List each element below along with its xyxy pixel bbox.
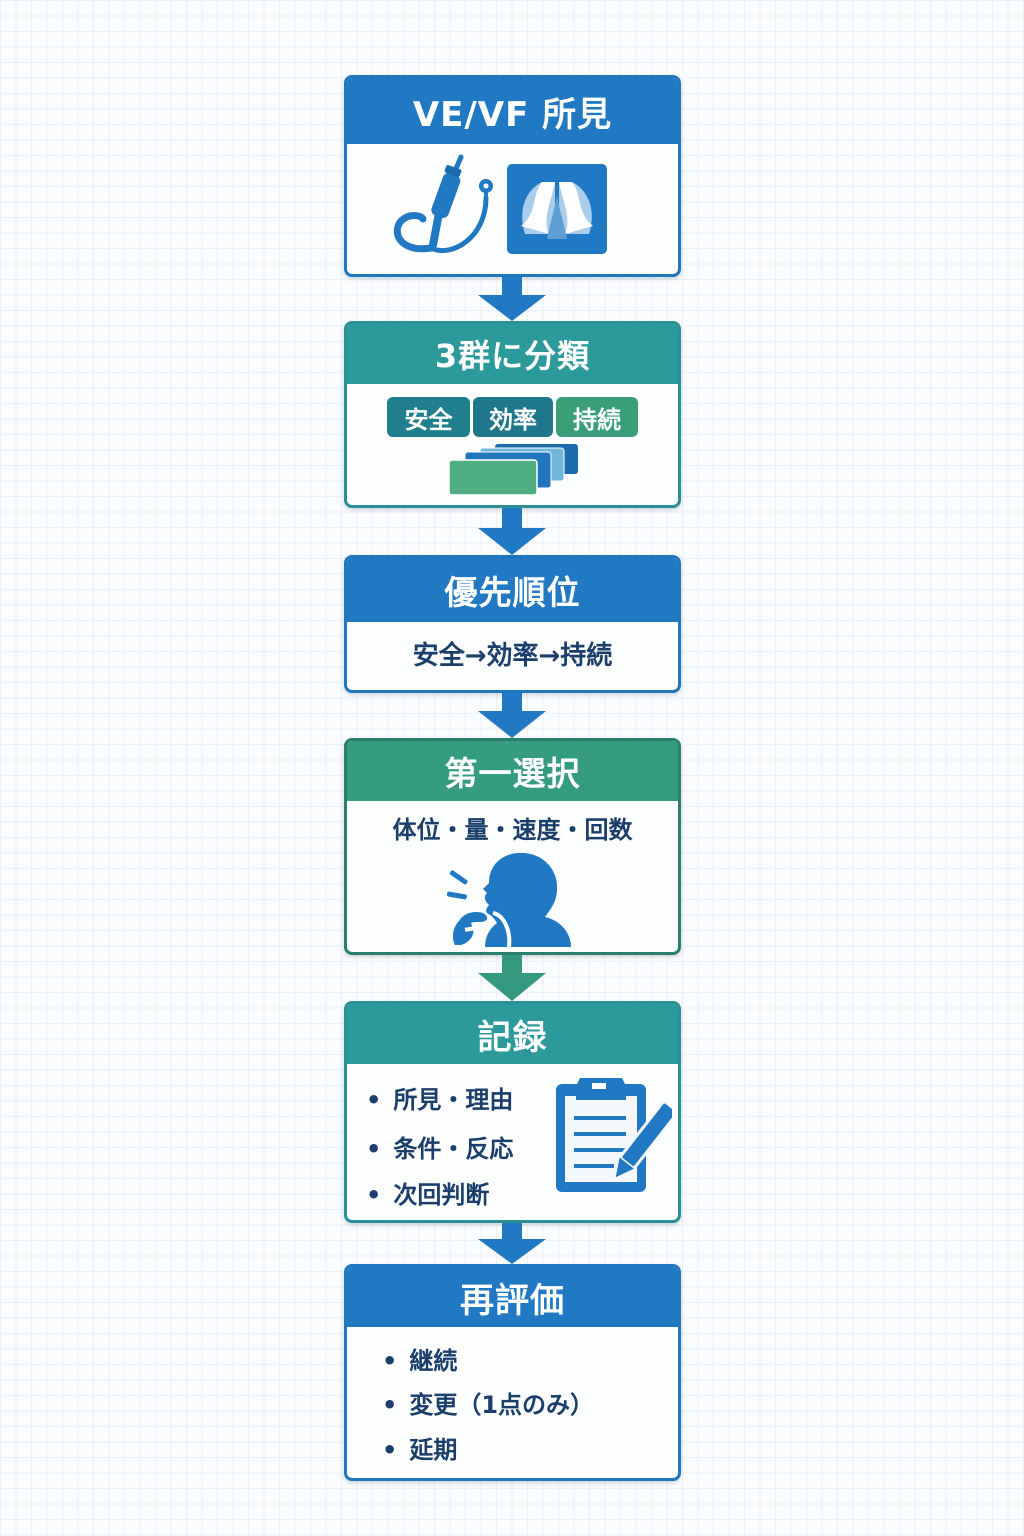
tag-safety: 安全 [387, 397, 470, 437]
step-title: 3群に分類 [347, 324, 678, 384]
step-title: VE/VF 所見 [347, 78, 678, 144]
first-choice-factors: 体位・量・速度・回数 [392, 816, 633, 844]
record-item: 条件・反応 [366, 1129, 513, 1164]
record-item: 所見・理由 [366, 1080, 513, 1115]
reassessment-option: 変更（1点のみ） [382, 1385, 594, 1420]
down-arrow-icon [478, 1223, 546, 1264]
step-title: 再評価 [347, 1267, 678, 1327]
fluoroscopy-xray-icon [507, 164, 607, 254]
reassessment-option: 継続 [382, 1341, 457, 1376]
down-arrow-icon [478, 508, 546, 555]
down-arrow-icon [478, 955, 546, 1001]
step-title: 第一選択 [347, 741, 678, 801]
stacked-cards-icon [448, 444, 578, 496]
down-arrow-icon [478, 693, 546, 738]
record-item: 次回判断 [366, 1175, 489, 1210]
step-ve-vf-findings: VE/VF 所見 [344, 75, 681, 277]
tag-sustainability: 持続 [556, 397, 638, 437]
step-title: 記録 [347, 1004, 678, 1064]
clipboard-pencil-icon [556, 1078, 672, 1192]
step-first-choice: 第一選択 体位・量・速度・回数 [344, 738, 681, 955]
priority-order: 安全→効率→持続 [412, 641, 613, 671]
swallowing-person-icon [447, 852, 571, 947]
step-title: 優先順位 [347, 558, 678, 622]
tag-efficiency: 効率 [473, 397, 553, 437]
reassessment-option: 延期 [382, 1430, 457, 1465]
step-priority: 優先順位 安全→効率→持続 [344, 555, 681, 693]
down-arrow-icon [478, 277, 546, 321]
endoscope-icon [393, 154, 493, 254]
